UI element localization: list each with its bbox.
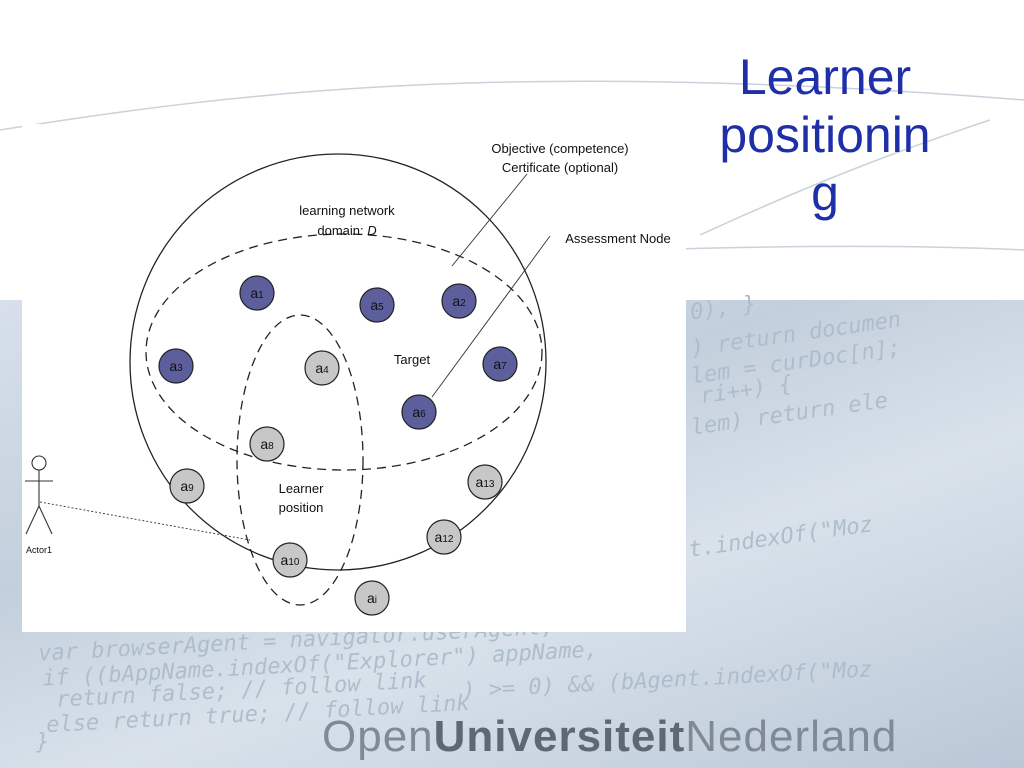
node-label: a6 [412, 404, 426, 420]
objective-pointer-line [451, 173, 528, 267]
brand-part: Nederland [685, 712, 898, 761]
node-a3: a3 [158, 348, 194, 384]
node-a1: a1 [239, 275, 275, 311]
node-label: a12 [435, 529, 454, 545]
node-label: a7 [493, 356, 507, 372]
node-a5: a5 [359, 287, 395, 323]
diagram-panel: Objective (competence) Certificate (opti… [22, 124, 686, 632]
node-label: a2 [452, 293, 466, 309]
assessment-node-label: Assessment Node [565, 231, 671, 246]
domain-label: learning network [299, 203, 395, 218]
target-ellipse [145, 233, 543, 471]
node-a4: a4 [304, 350, 340, 386]
assessment-pointer-line [431, 235, 551, 398]
node-ai: ai [354, 580, 390, 616]
nodes-layer: a1 a5 a2 a3 a4 a7 a6 a8 a9 a13 a12 a10 ai [158, 275, 518, 616]
node-a6: a6 [401, 394, 437, 430]
code-line: } [36, 730, 50, 755]
node-a9: a9 [169, 468, 205, 504]
title-line: Learner [738, 49, 912, 105]
node-a13: a13 [467, 464, 503, 500]
actor-link-line [39, 501, 251, 541]
node-label: ai [367, 590, 377, 606]
node-label: a8 [260, 436, 274, 452]
node-label: a13 [476, 474, 495, 490]
node-a2: a2 [441, 283, 477, 319]
node-a12: a12 [426, 519, 462, 555]
brand-part: Open [322, 712, 434, 761]
title-line: g [811, 165, 839, 221]
certificate-label: Certificate (optional) [502, 160, 618, 175]
node-label: a10 [281, 552, 300, 568]
domain-var-label: domain: D [317, 223, 376, 238]
title-line: positionin [719, 107, 931, 163]
actor-label: Actor1 [26, 545, 52, 555]
target-label: Target [394, 352, 431, 367]
learner-position-ellipse [236, 314, 364, 606]
brand-part: Universiteit [433, 712, 686, 761]
brand-logo: OpenUniversiteitNederland [322, 712, 897, 762]
node-a7: a7 [482, 346, 518, 382]
node-label: a4 [315, 360, 329, 376]
node-a8: a8 [249, 426, 285, 462]
domain-circle [129, 153, 547, 571]
node-label: a1 [250, 285, 264, 301]
node-a10: a10 [272, 542, 308, 578]
learner-label: Learner [279, 481, 324, 496]
node-label: a3 [169, 358, 183, 374]
learning-network-diagram: Objective (competence) Certificate (opti… [25, 141, 671, 616]
node-label: a5 [370, 297, 384, 313]
node-label: a9 [180, 478, 194, 494]
actor-icon [25, 455, 53, 535]
position-label: position [279, 500, 324, 515]
slide-title: Learner positionin g [690, 48, 960, 222]
objective-label: Objective (competence) [491, 141, 628, 156]
